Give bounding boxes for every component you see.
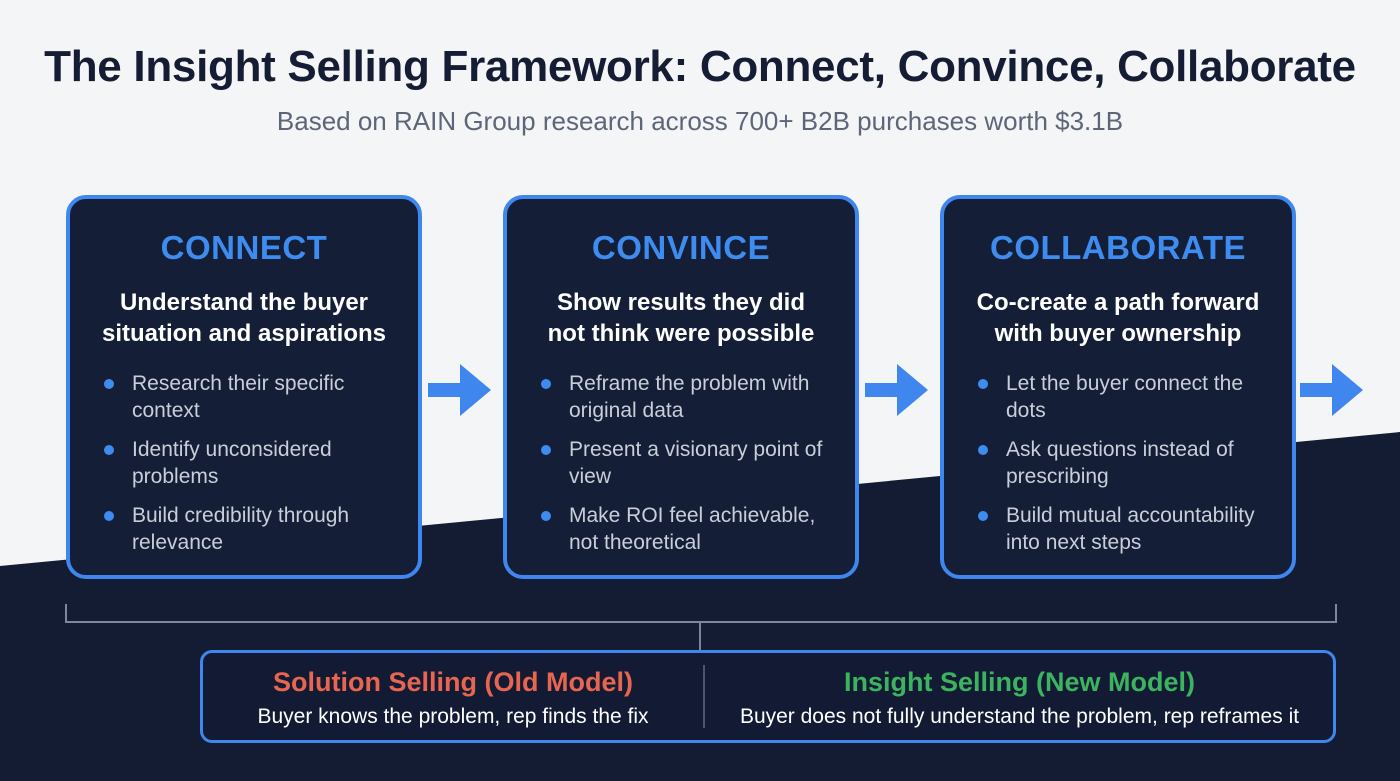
bullet-item: Build credibility through relevance — [70, 503, 418, 556]
bullet-item: Research their specific context — [70, 371, 418, 424]
stage-card-convince: CONVINCE Show results they did not think… — [503, 195, 859, 579]
bullet-text: Make ROI feel achievable, not theoretica… — [569, 504, 816, 554]
bullet-item: Build mutual accountability into next st… — [944, 503, 1292, 556]
bullet-text: Reframe the problem with original data — [569, 372, 810, 422]
stage-subtitle: Co-create a path forward with buyer owne… — [976, 289, 1260, 347]
bullet-item: Make ROI feel achievable, not theoretica… — [507, 503, 855, 556]
bullet-dot-icon — [104, 511, 114, 521]
bullet-dot-icon — [104, 445, 114, 455]
bullet-text: Research their specific context — [132, 372, 345, 422]
bullet-text: Identify unconsidered problems — [132, 438, 332, 488]
arrow-right-icon — [428, 364, 491, 416]
bullet-dot-icon — [104, 379, 114, 389]
stage-bullets: Reframe the problem with original data P… — [507, 371, 855, 569]
new-model-heading: Insight Selling (New Model) — [844, 667, 1195, 697]
new-model-text: Buyer does not fully understand the prob… — [739, 705, 1300, 728]
old-model-panel: Solution Selling (Old Model) Buyer knows… — [203, 653, 703, 740]
bullet-dot-icon — [978, 379, 988, 389]
bullet-item: Present a visionary point of view — [507, 437, 855, 490]
arrow-right-icon — [1300, 364, 1363, 416]
old-model-text: Buyer knows the problem, rep finds the f… — [257, 705, 649, 728]
stage-name: CONVINCE — [591, 229, 771, 266]
new-model-panel: Insight Selling (New Model) Buyer does n… — [706, 653, 1333, 740]
bullet-dot-icon — [978, 445, 988, 455]
bullet-item: Let the buyer connect the dots — [944, 371, 1292, 424]
stage-bullets: Research their specific context Identify… — [70, 371, 418, 569]
bullet-text: Build credibility through relevance — [132, 504, 350, 554]
bullet-text: Let the buyer connect the dots — [1006, 372, 1243, 422]
bullet-dot-icon — [541, 379, 551, 389]
comparison-divider — [703, 665, 705, 728]
page-title: The Insight Selling Framework: Connect, … — [44, 42, 1356, 91]
bullet-dot-icon — [541, 511, 551, 521]
bullet-dot-icon — [978, 511, 988, 521]
bullet-item: Ask questions instead of prescribing — [944, 437, 1292, 490]
old-model-heading: Solution Selling (Old Model) — [273, 667, 633, 697]
bullet-text: Build mutual accountability into next st… — [1006, 504, 1255, 554]
stage-bullets: Let the buyer connect the dots Ask quest… — [944, 371, 1292, 569]
page-subtitle: Based on RAIN Group research across 700+… — [276, 106, 1124, 136]
bullet-item: Identify unconsidered problems — [70, 437, 418, 490]
stage-name: CONNECT — [160, 229, 328, 266]
bullet-text: Present a visionary point of view — [569, 438, 823, 488]
stage-subtitle: Understand the buyer situation and aspir… — [101, 289, 387, 347]
bullet-dot-icon — [541, 445, 551, 455]
bullet-text: Ask questions instead of prescribing — [1006, 438, 1234, 488]
bullet-item: Reframe the problem with original data — [507, 371, 855, 424]
stage-card-connect: CONNECT Understand the buyer situation a… — [66, 195, 422, 579]
stage-subtitle: Show results they did not think were pos… — [547, 289, 815, 347]
stage-card-collaborate: COLLABORATE Co-create a path forward wit… — [940, 195, 1296, 579]
model-comparison: Solution Selling (Old Model) Buyer knows… — [200, 650, 1336, 743]
arrow-right-icon — [865, 364, 928, 416]
stage-name: COLLABORATE — [989, 229, 1247, 266]
